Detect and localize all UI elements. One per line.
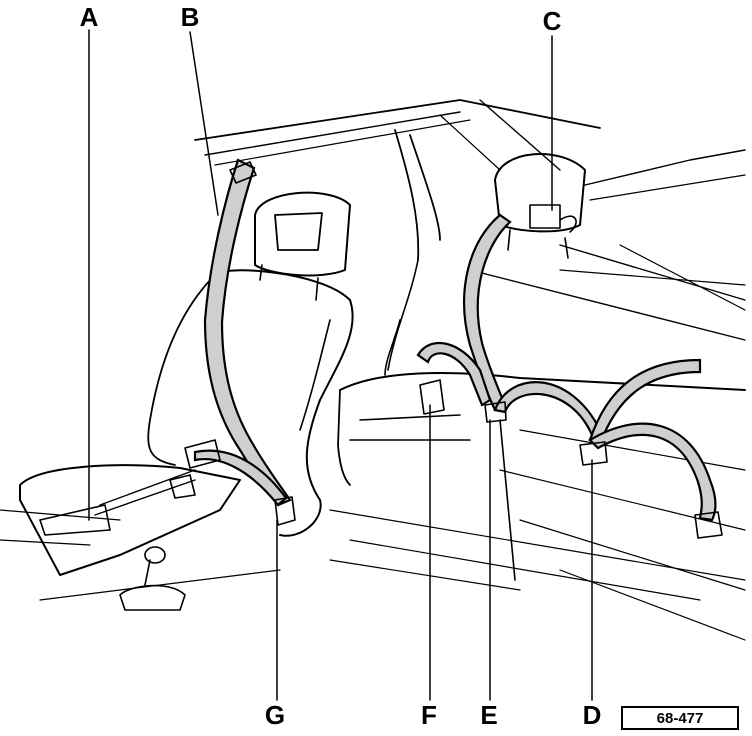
rear-headrest — [494, 153, 586, 259]
callout-a: A — [80, 2, 99, 32]
callout-b: B — [181, 2, 200, 32]
callout-g: G — [265, 700, 285, 730]
center-console — [19, 464, 241, 611]
reference-box: 68-477 — [621, 706, 739, 730]
front-seat-belt — [39, 158, 296, 536]
leader-lines — [88, 29, 593, 701]
callout-c: C — [543, 6, 562, 36]
car-interior-lines — [0, 244, 746, 641]
car-roof — [194, 99, 746, 201]
callout-e: E — [480, 700, 497, 730]
rear-seat-belts — [416, 204, 723, 539]
callout-f: F — [421, 700, 437, 730]
rear-seat — [337, 319, 746, 581]
callout-d: D — [583, 700, 602, 730]
b-pillar — [387, 129, 441, 371]
reference-number: 68-477 — [657, 710, 704, 727]
front-seat — [147, 191, 354, 537]
